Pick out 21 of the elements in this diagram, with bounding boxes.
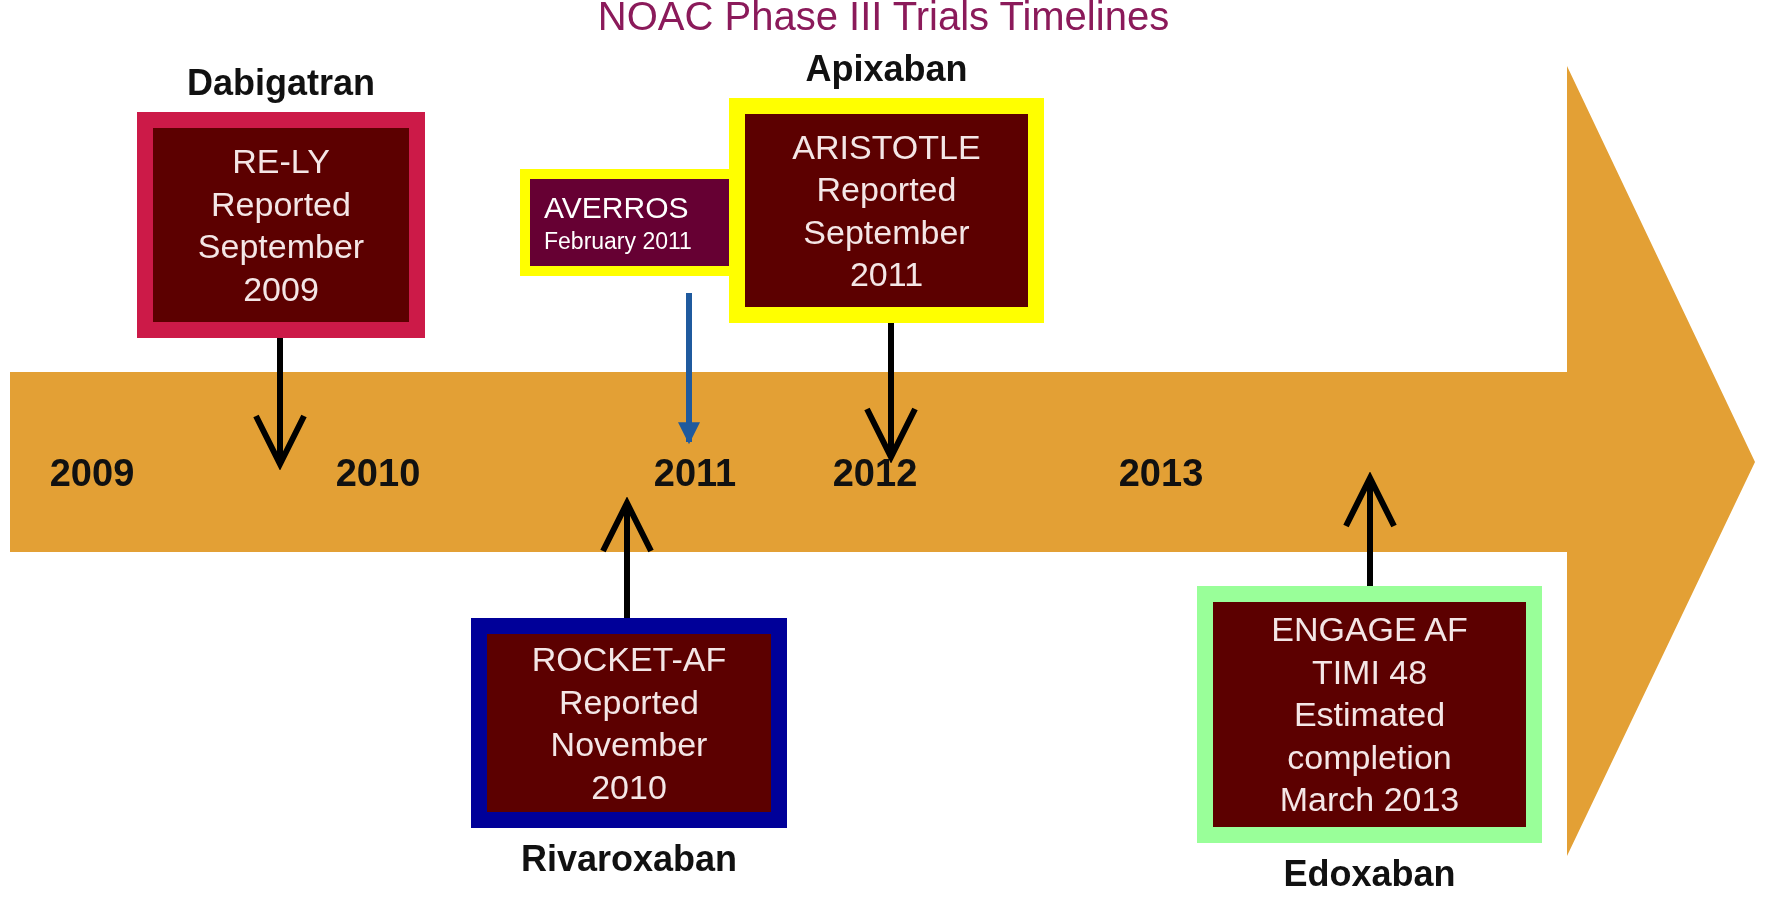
- trial-text: ENGAGE AF TIMI 48 Estimated completion March 2013: [1270, 609, 1469, 821]
- year-label: 2010: [335, 452, 421, 495]
- trial-text: RE-LY Reported September 2009: [196, 141, 366, 310]
- year-label: 2009: [49, 452, 135, 495]
- arrow: [864, 323, 918, 460]
- arrow: [253, 338, 307, 467]
- trial-date: February 2011: [544, 227, 692, 257]
- arrow: [678, 293, 700, 445]
- drug-name-heading: Apixaban: [805, 48, 968, 90]
- title: NOAC Phase III Trials Timelines: [596, 0, 1171, 39]
- trial-text: ARISTOTLE Reported September 2011: [791, 126, 982, 295]
- arrow: [600, 500, 654, 618]
- drug-name-heading: Rivaroxaban: [520, 838, 738, 880]
- drug-name-heading: Edoxaban: [1283, 853, 1456, 895]
- drug-name-heading: Dabigatran: [186, 62, 375, 104]
- arrow: [1343, 475, 1397, 586]
- year-label: 2011: [653, 452, 737, 495]
- trial-text: ROCKET-AF Reported November 2010: [530, 639, 728, 808]
- trial-name: AVERROS: [544, 190, 689, 227]
- year-label: 2013: [1118, 452, 1204, 495]
- year-label: 2012: [832, 452, 918, 495]
